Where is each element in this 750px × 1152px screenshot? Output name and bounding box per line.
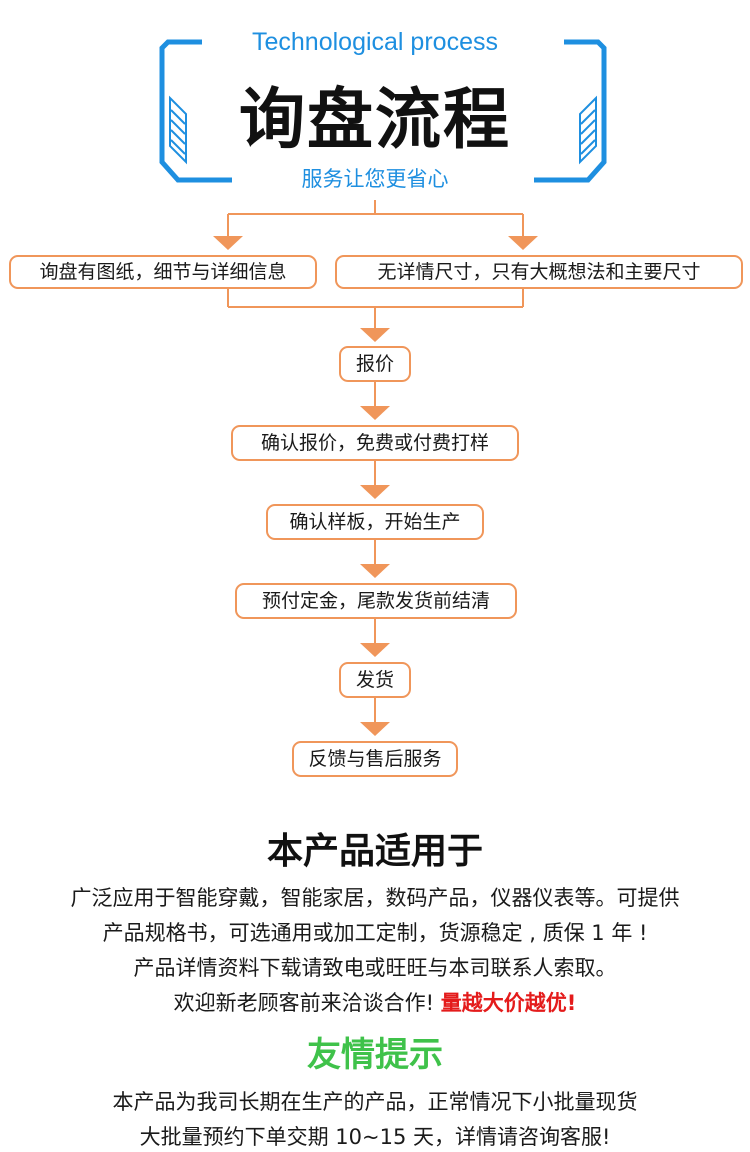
arrow-down-icon (213, 236, 243, 250)
tips-line: 本产品为我司长期在生产的产品，正常情况下小批量现货 (112, 1090, 638, 1114)
slogan: 服务让您更省心 (301, 167, 449, 191)
flow-option-rough-idea: 无详情尺寸，只有大概想法和主要尺寸 (335, 255, 743, 289)
price-highlight: 量越大价越优! (440, 991, 577, 1015)
arrow-down-icon (360, 406, 390, 420)
flow-step-feedback: 反馈与售后服务 (292, 741, 458, 777)
flow-step-confirm-quote: 确认报价，免费或付费打样 (231, 425, 519, 461)
arrow-down-icon (360, 485, 390, 499)
flow-step-payment: 预付定金，尾款发货前结清 (235, 583, 517, 619)
subtitle-english: Technological process (252, 28, 498, 56)
tips-title: 友情提示 (307, 1035, 443, 1075)
applicability-line-welcome: 欢迎新老顾客前来洽谈合作! 量越大价越优! (0, 987, 750, 1017)
applicability-line: 产品详情资料下载请致电或旺旺与本司联系人索取。 (133, 956, 617, 980)
flow-step-shipping: 发货 (339, 662, 411, 698)
arrow-down-icon (360, 564, 390, 578)
flow-connectors (213, 200, 538, 736)
flow-option-has-drawings: 询盘有图纸，细节与详细信息 (9, 255, 317, 289)
right-bracket-decoration (534, 39, 607, 183)
arrow-down-icon (508, 236, 538, 250)
arrow-down-icon (360, 722, 390, 736)
arrow-down-icon (360, 328, 390, 342)
flow-step-confirm-sample: 确认样板，开始生产 (266, 504, 484, 540)
left-bracket-decoration (159, 39, 232, 183)
page-title: 询盘流程 (239, 81, 511, 158)
tips-line: 大批量预约下单交期 10~15 天，详情请咨询客服! (139, 1125, 611, 1149)
applicability-title: 本产品适用于 (266, 830, 483, 872)
welcome-text: 欢迎新老顾客前来洽谈合作! (173, 991, 441, 1015)
flow-step-quote: 报价 (339, 346, 411, 382)
arrow-down-icon (360, 643, 390, 657)
applicability-line: 产品规格书，可选通用或加工定制，货源稳定 , 质保 1 年 ! (102, 921, 648, 945)
applicability-line: 广泛应用于智能穿戴，智能家居，数码产品，仪器仪表等。可提供 (70, 886, 680, 910)
